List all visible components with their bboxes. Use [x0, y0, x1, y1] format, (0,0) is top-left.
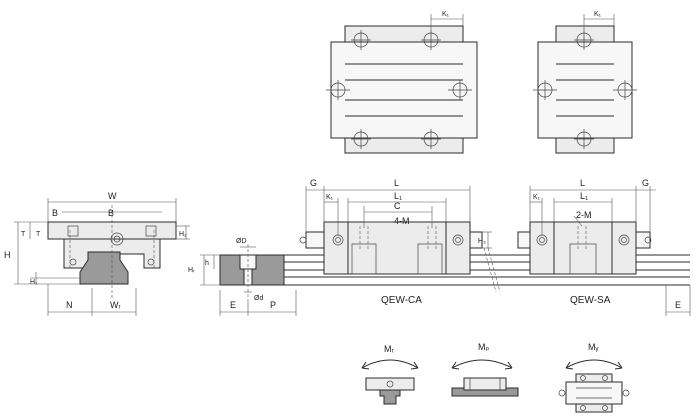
dim-p: P — [270, 300, 276, 310]
label-2m: 2-M — [576, 210, 592, 220]
dim-wr: Wᵣ — [110, 300, 121, 310]
dim-w: W — [108, 191, 117, 201]
caption-qew-ca: QEW-CA — [381, 295, 422, 306]
dim-l1-sa: L₁ — [580, 191, 588, 201]
dim-t: T — [21, 231, 26, 238]
dim-k1-ca: K₁ — [442, 11, 450, 18]
mount-hole-icon — [574, 129, 594, 149]
dim-b-small: B — [52, 208, 58, 218]
dim-k1-side-sa: K₁ — [533, 194, 541, 201]
label-mp: Mₚ — [478, 342, 489, 352]
dim-k1-sa: K₁ — [594, 11, 602, 18]
dim-h1: H₁ — [30, 279, 38, 286]
grease-nipple-icon — [448, 80, 472, 100]
dim-t-small: T — [36, 231, 41, 238]
dim-k1-side-ca: K₁ — [326, 194, 334, 201]
dim-e-right: E — [675, 300, 681, 310]
top-view-sa: K₁ — [533, 11, 637, 154]
label-mr: Mᵣ — [384, 344, 394, 354]
moment-mp-icon: Mₚ — [451, 342, 519, 397]
rail-section: ØD h Hᵣ Ød E P — [188, 238, 297, 316]
dim-g-ca: G — [310, 178, 317, 188]
moment-my-icon: Mᵧ — [558, 342, 630, 413]
mount-hole-icon — [421, 30, 441, 50]
dim-b: B — [108, 208, 114, 218]
label-4m: 4-M — [394, 216, 410, 226]
grease-nipple-icon — [613, 80, 637, 100]
mount-hole-icon — [351, 30, 371, 50]
dim-n: N — [66, 300, 73, 310]
dim-h2: H₂ — [179, 231, 187, 238]
dim-l-sa: L — [580, 178, 585, 188]
moment-mr-icon: Mᵣ — [361, 344, 419, 405]
mount-hole-icon — [421, 129, 441, 149]
dim-c: C — [394, 201, 401, 211]
top-view-ca: K₁ — [326, 11, 478, 154]
grease-nipple-icon — [533, 80, 557, 100]
mount-hole-icon — [574, 30, 594, 50]
label-my: Mᵧ — [588, 342, 598, 352]
dim-l-ca: L — [394, 178, 399, 188]
dim-hr: Hᵣ — [188, 267, 195, 274]
side-block-ca: G L K₁ L₁ C 4-M H₃ QEW-CA — [299, 178, 492, 306]
dim-g-sa: G — [642, 178, 649, 188]
mount-hole-icon — [351, 129, 371, 149]
end-view: W B B H T T H₁ H₂ N Wᵣ — [4, 191, 190, 316]
dim-h: H — [4, 250, 11, 260]
caption-qew-sa: QEW-SA — [570, 295, 611, 306]
dim-l1-ca: L₁ — [394, 191, 402, 201]
dim-h3: H₃ — [478, 238, 486, 245]
dim-d-small: Ød — [254, 295, 263, 302]
grease-nipple-icon — [326, 80, 350, 100]
side-block-sa: L G K₁ L₁ 2-M QEW-SA — [517, 178, 656, 306]
dim-od: ØD — [236, 238, 247, 245]
dim-h-small: h — [205, 260, 209, 267]
dim-e: E — [230, 300, 236, 310]
